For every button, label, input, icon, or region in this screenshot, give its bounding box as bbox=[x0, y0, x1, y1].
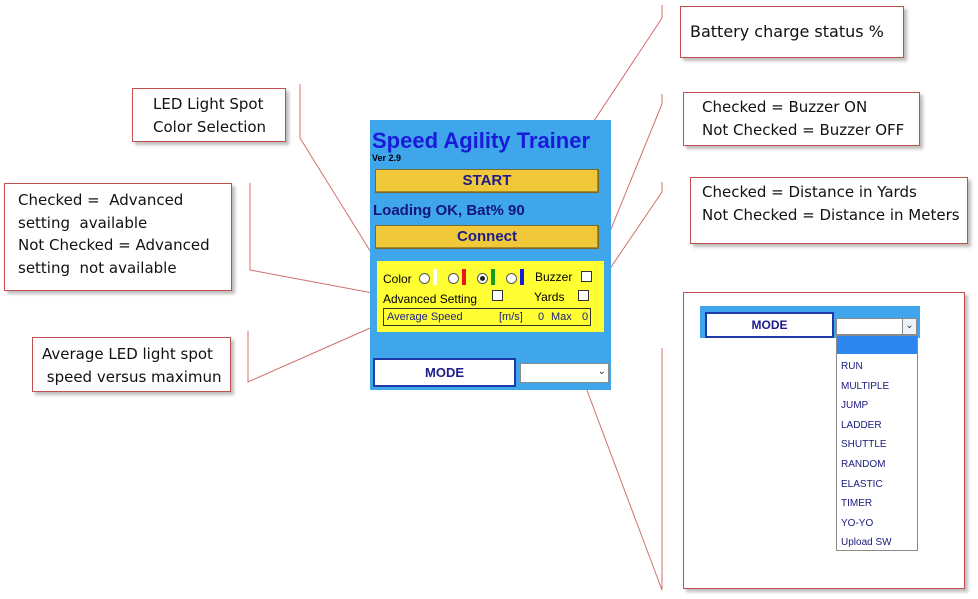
dropdown-option-multiple[interactable]: MULTIPLE bbox=[841, 381, 890, 392]
callout-text: setting not available bbox=[18, 258, 177, 277]
color-radio-green[interactable] bbox=[477, 273, 488, 284]
chevron-down-icon[interactable]: ⌄ bbox=[597, 366, 606, 377]
callout-average-speed: Average LED light spot speed versus maxi… bbox=[32, 337, 231, 392]
callout-text: setting available bbox=[18, 213, 148, 232]
callout-led-color: LED Light Spot Color Selection bbox=[132, 88, 286, 142]
buzzer-label: Buzzer bbox=[535, 270, 573, 284]
mode-dropdown-detail: MODE ⌄ RUN MULTIPLE JUMP LADDER SHUTTLE … bbox=[683, 292, 965, 589]
start-button[interactable]: START bbox=[375, 169, 599, 193]
average-speed-box: Average Speed [m/s] 0 Max 0 bbox=[383, 308, 591, 326]
mode-button[interactable]: MODE bbox=[373, 358, 516, 387]
callout-text: LED Light Spot bbox=[153, 95, 264, 113]
leader-led-color bbox=[299, 84, 378, 263]
yards-label: Yards bbox=[534, 290, 565, 304]
dropdown-option-shuttle[interactable]: SHUTTLE bbox=[841, 439, 887, 450]
dropdown-highlight-row[interactable] bbox=[837, 336, 917, 354]
color-swatch-green bbox=[491, 269, 495, 285]
speed-unit: [m/s] bbox=[499, 311, 523, 323]
callout-text: speed versus maximun bbox=[42, 368, 222, 386]
callout-text: Average LED light spot bbox=[42, 345, 213, 363]
leader-advanced bbox=[249, 183, 379, 295]
callout-buzzer: Checked = Buzzer ON Not Checked = Buzzer… bbox=[683, 92, 920, 146]
color-radio-white[interactable] bbox=[419, 273, 430, 284]
callout-text: Checked = Buzzer ON bbox=[702, 98, 868, 116]
max-value: 0 bbox=[582, 311, 589, 323]
chevron-down-icon[interactable]: ⌄ bbox=[902, 319, 916, 334]
dropdown-option-random[interactable]: RANDOM bbox=[841, 459, 886, 470]
color-label: Color bbox=[383, 272, 412, 286]
dropdown-option-jump[interactable]: JUMP bbox=[841, 400, 869, 411]
callout-text: Not Checked = Distance in Meters bbox=[702, 206, 960, 224]
mode-dropdown-list: RUN MULTIPLE JUMP LADDER SHUTTLE RANDOM … bbox=[836, 335, 918, 551]
app-window: Speed Agility Trainer Ver 2.9 START Load… bbox=[370, 120, 611, 390]
dropdown-option-upload-sw[interactable]: Upload SW bbox=[841, 537, 892, 548]
speed-value: 0 bbox=[538, 311, 545, 323]
callout-text: Not Checked = Advanced bbox=[18, 236, 210, 254]
max-label: Max bbox=[551, 311, 572, 323]
color-swatch-blue bbox=[520, 269, 524, 285]
callout-text: Battery charge status % bbox=[690, 22, 884, 41]
leader-speed bbox=[247, 324, 378, 383]
callout-text: Checked = Advanced bbox=[18, 191, 184, 209]
callout-text: Checked = Distance in Yards bbox=[702, 183, 917, 201]
color-swatch-white bbox=[433, 269, 437, 285]
mode-select[interactable]: ⌄ bbox=[520, 363, 609, 383]
advanced-setting-label: Advanced Setting bbox=[383, 292, 478, 306]
yards-checkbox[interactable] bbox=[578, 290, 589, 301]
dropdown-option-elastic[interactable]: ELASTIC bbox=[841, 479, 883, 490]
detail-mode-select[interactable]: ⌄ bbox=[836, 318, 917, 335]
settings-panel: Color Buzzer Advanced Setting Yards Aver… bbox=[377, 261, 604, 332]
average-speed-label: Average Speed bbox=[387, 311, 463, 323]
dropdown-option-yo-yo[interactable]: YO-YO bbox=[841, 518, 874, 529]
advanced-setting-checkbox[interactable] bbox=[492, 290, 503, 301]
connect-button[interactable]: Connect bbox=[375, 225, 599, 249]
callout-yards: Checked = Distance in Yards Not Checked … bbox=[690, 177, 968, 244]
app-version: Ver 2.9 bbox=[372, 153, 402, 163]
color-radio-blue[interactable] bbox=[506, 273, 517, 284]
callout-battery-status: Battery charge status % bbox=[680, 6, 904, 58]
callout-advanced-setting: Checked = Advanced setting available Not… bbox=[4, 183, 232, 291]
color-radio-red[interactable] bbox=[448, 273, 459, 284]
status-text: Loading OK, Bat% 90 bbox=[373, 202, 525, 219]
callout-text: Color Selection bbox=[153, 118, 267, 136]
app-title: Speed Agility Trainer bbox=[372, 128, 591, 153]
buzzer-checkbox[interactable] bbox=[581, 271, 592, 282]
dropdown-option-timer[interactable]: TIMER bbox=[841, 498, 873, 509]
color-swatch-red bbox=[462, 269, 466, 285]
detail-mode-button[interactable]: MODE bbox=[705, 312, 834, 338]
dropdown-option-run[interactable]: RUN bbox=[841, 361, 863, 372]
callout-text: Not Checked = Buzzer OFF bbox=[702, 121, 905, 139]
dropdown-option-ladder[interactable]: LADDER bbox=[841, 420, 882, 431]
